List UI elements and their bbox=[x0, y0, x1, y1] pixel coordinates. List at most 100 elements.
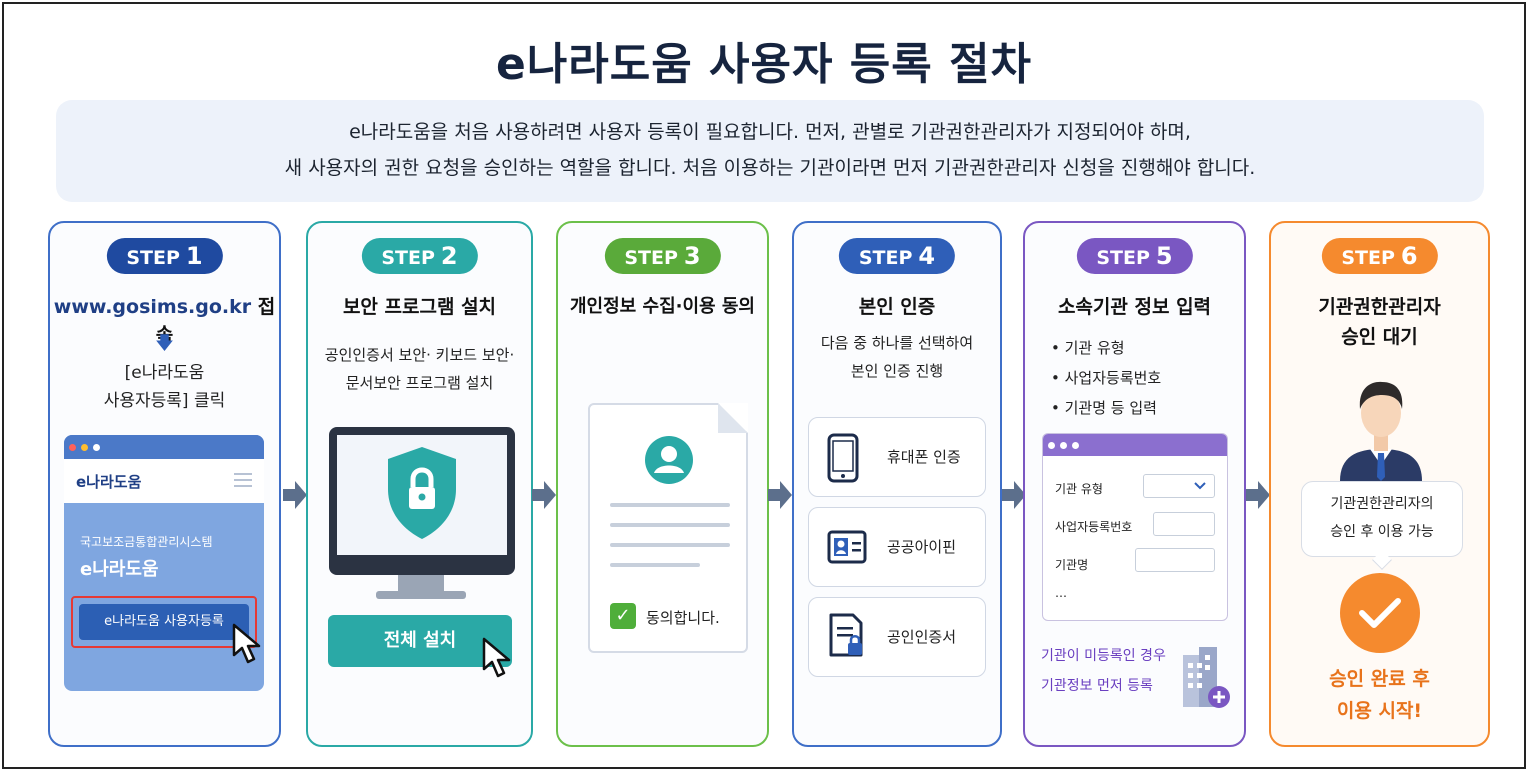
system-name: 국고보조금통합관리시스템 bbox=[80, 535, 213, 549]
chevron-down-icon bbox=[1194, 482, 1206, 490]
bullet-item: • 기관명 등 입력 bbox=[1051, 399, 1157, 417]
step-1-number: 1 bbox=[185, 242, 203, 270]
administrator-avatar-icon bbox=[1340, 381, 1422, 481]
text-line bbox=[610, 503, 730, 507]
form-more: … bbox=[1055, 586, 1067, 600]
install-all-button[interactable]: 전체 설치 bbox=[328, 615, 512, 667]
step-1-line-3: 사용자등록] 클릭 bbox=[103, 391, 226, 411]
step-3-heading: 개인정보 수집·이용 동의 bbox=[570, 296, 755, 317]
window-dot-icon bbox=[93, 444, 100, 451]
step-5-heading: 소속기관 정보 입력 bbox=[1057, 296, 1212, 318]
org-name-input[interactable] bbox=[1135, 548, 1215, 572]
page-title: e나라도움 사용자 등록 절차 bbox=[495, 39, 1033, 90]
note-line-1: 기관이 미등록인 경우 bbox=[1041, 648, 1166, 664]
step-4-number: 4 bbox=[918, 242, 936, 270]
step-2-heading: 보안 프로그램 설치 bbox=[342, 296, 497, 318]
flow-arrow-icon bbox=[1246, 481, 1270, 509]
down-arrow-icon: 🡇 bbox=[155, 333, 174, 354]
step-1-url-suffix: 접속 bbox=[155, 296, 276, 346]
flow-arrow-icon bbox=[532, 481, 556, 509]
intro-line-1: e나라도움을 처음 사용하려면 사용자 등록이 필요합니다. 먼저, 관별로 기… bbox=[349, 121, 1191, 143]
cursor-icon bbox=[482, 637, 511, 678]
step-4-desc-2: 본인 인증 진행 bbox=[850, 362, 944, 380]
user-icon bbox=[645, 436, 693, 484]
option-label: 휴대폰 인증 bbox=[887, 448, 961, 466]
step-5-label: STEP bbox=[1096, 247, 1150, 269]
step-1-line-2: [e나라도움 bbox=[124, 363, 205, 383]
monitor-base bbox=[376, 591, 466, 599]
flow-arrow-icon bbox=[1002, 481, 1026, 509]
step-4-label: STEP bbox=[858, 247, 913, 269]
step-6-number: 6 bbox=[1400, 242, 1418, 270]
monitor-icon bbox=[329, 427, 515, 575]
bubble-line-1: 기관권한관리자의 bbox=[1330, 496, 1434, 512]
shield-lock-icon bbox=[388, 447, 456, 539]
approval-bubble: 기관권한관리자의 승인 후 이용 가능 bbox=[1301, 481, 1463, 557]
certificate-icon bbox=[829, 613, 863, 657]
business-number-input[interactable] bbox=[1153, 512, 1215, 536]
step-3-label: STEP bbox=[624, 247, 678, 269]
bubble-line-2: 승인 후 이용 가능 bbox=[1330, 524, 1434, 540]
site-logo: e나라도움 bbox=[76, 473, 142, 491]
bullet-item: • 기관 유형 bbox=[1051, 339, 1125, 357]
window-dot-icon bbox=[69, 444, 76, 451]
text-line bbox=[610, 543, 730, 547]
check-circle-icon bbox=[1340, 573, 1420, 653]
id-card-icon bbox=[827, 530, 867, 564]
cursor-icon bbox=[232, 623, 261, 664]
step-6-label: STEP bbox=[1341, 247, 1395, 269]
user-register-button[interactable]: e나라도움 사용자등록 bbox=[79, 604, 249, 640]
option-certificate[interactable]: 공인인증서 bbox=[808, 597, 986, 677]
org-form-mockup: 기관 유형 사업자등록번호 기관명 … bbox=[1042, 433, 1228, 621]
final-message: 승인 완료 후 이용 시작! bbox=[1271, 663, 1488, 727]
step-3-number: 3 bbox=[683, 242, 701, 270]
step-2-number: 2 bbox=[440, 242, 458, 270]
option-label: 공인인증서 bbox=[887, 628, 957, 646]
step-6-heading-1: 기관권한관리자 bbox=[1318, 296, 1441, 318]
unregistered-note: 기관이 미등록인 경우 기관정보 먼저 등록 bbox=[1041, 641, 1166, 701]
step-5-bullets: • 기관 유형 • 사업자등록번호 • 기관명 등 입력 bbox=[1051, 333, 1161, 423]
step-6-heading-2: 승인 대기 bbox=[1341, 326, 1418, 348]
service-name: e나라도움 bbox=[80, 559, 159, 580]
menu-icon[interactable] bbox=[234, 473, 252, 491]
browser-bar bbox=[64, 435, 264, 459]
field-label: 기관 유형 bbox=[1055, 482, 1103, 496]
field-label: 사업자등록번호 bbox=[1055, 520, 1133, 534]
flow-arrow-icon bbox=[768, 481, 792, 509]
flow-arrow-icon bbox=[283, 481, 307, 509]
field-label: 기관명 bbox=[1055, 558, 1089, 572]
window-dot-icon bbox=[1060, 442, 1067, 449]
org-type-select[interactable] bbox=[1143, 474, 1215, 498]
mobile-phone-icon bbox=[827, 433, 859, 483]
website-mockup: e나라도움 국고보조금통합관리시스템 e나라도움 e나라도움 사용자등록 bbox=[64, 435, 264, 691]
intro-box: e나라도움을 처음 사용하려면 사용자 등록이 필요합니다. 먼저, 관별로 기… bbox=[56, 100, 1484, 202]
step-5-number: 5 bbox=[1155, 242, 1173, 270]
final-line-2: 이용 시작! bbox=[1336, 700, 1423, 722]
register-highlight: e나라도움 사용자등록 bbox=[71, 596, 257, 648]
text-line bbox=[610, 563, 700, 567]
option-mobile-auth[interactable]: 휴대폰 인증 bbox=[808, 417, 986, 497]
window-dot-icon bbox=[1072, 442, 1079, 449]
option-ipin[interactable]: 공공아이핀 bbox=[808, 507, 986, 587]
checkbox-checked-icon[interactable]: ✓ bbox=[610, 603, 636, 629]
text-line bbox=[610, 523, 730, 527]
bullet-item: • 사업자등록번호 bbox=[1051, 369, 1162, 387]
step-1-label: STEP bbox=[126, 247, 180, 269]
building-add-icon bbox=[1183, 647, 1230, 708]
note-line-2: 기관정보 먼저 등록 bbox=[1041, 678, 1153, 694]
step-4-heading: 본인 인증 bbox=[858, 296, 936, 318]
step-2-desc-2: 문서보안 프로그램 설치 bbox=[345, 374, 494, 392]
window-dot-icon bbox=[1048, 442, 1055, 449]
